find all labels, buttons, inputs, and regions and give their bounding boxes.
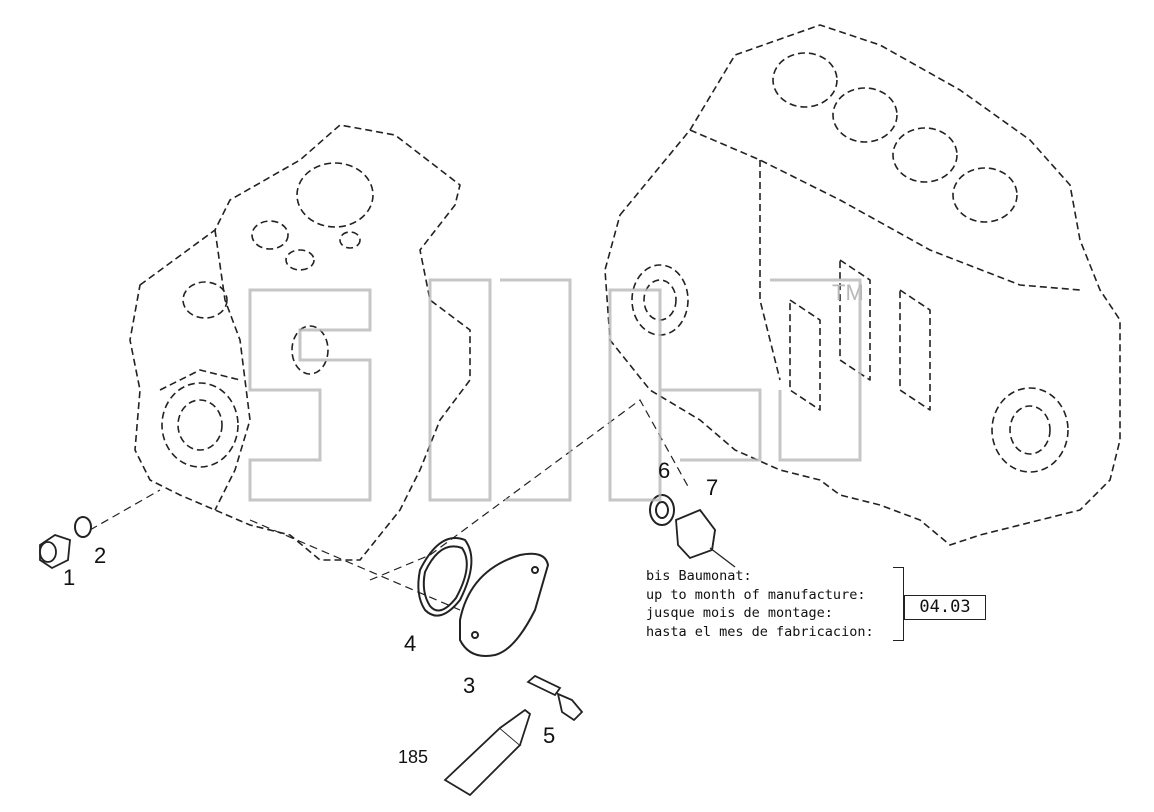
callout-7: 7 xyxy=(706,475,719,500)
callout-6: 6 xyxy=(658,458,671,483)
sealant-tube-part-185 xyxy=(443,708,532,797)
seal-ring-part-2 xyxy=(74,516,92,538)
note-bracket xyxy=(893,567,904,641)
left-engine-block xyxy=(129,124,471,561)
callout-185: 185 xyxy=(398,747,429,767)
callout-2: 2 xyxy=(94,543,107,568)
date-box: 04.03 xyxy=(904,595,986,620)
note-line-spanish: hasta el mes de fabricacion: xyxy=(646,623,874,640)
note-line-german: bis Baumonat: xyxy=(646,568,752,584)
callout-4: 4 xyxy=(404,631,417,656)
washer-part-6 xyxy=(649,494,675,526)
gasket-part-4 xyxy=(417,537,473,617)
callout-1: 1 xyxy=(63,565,76,590)
plug-part-1 xyxy=(39,534,71,570)
right-engine-block xyxy=(604,24,1121,546)
cover-plate-part-3 xyxy=(459,552,550,657)
callout-5: 5 xyxy=(543,723,556,748)
bolt-part-5 xyxy=(526,674,584,722)
note-line-english: up to month of manufacture: xyxy=(646,586,866,603)
plug-screw-part-7 xyxy=(675,508,716,560)
manufacture-date-note: bis Baumonat: up to month of manufacture… xyxy=(646,567,874,641)
note-line-french: jusque mois de montage: xyxy=(646,605,833,621)
callout-3: 3 xyxy=(463,673,476,698)
